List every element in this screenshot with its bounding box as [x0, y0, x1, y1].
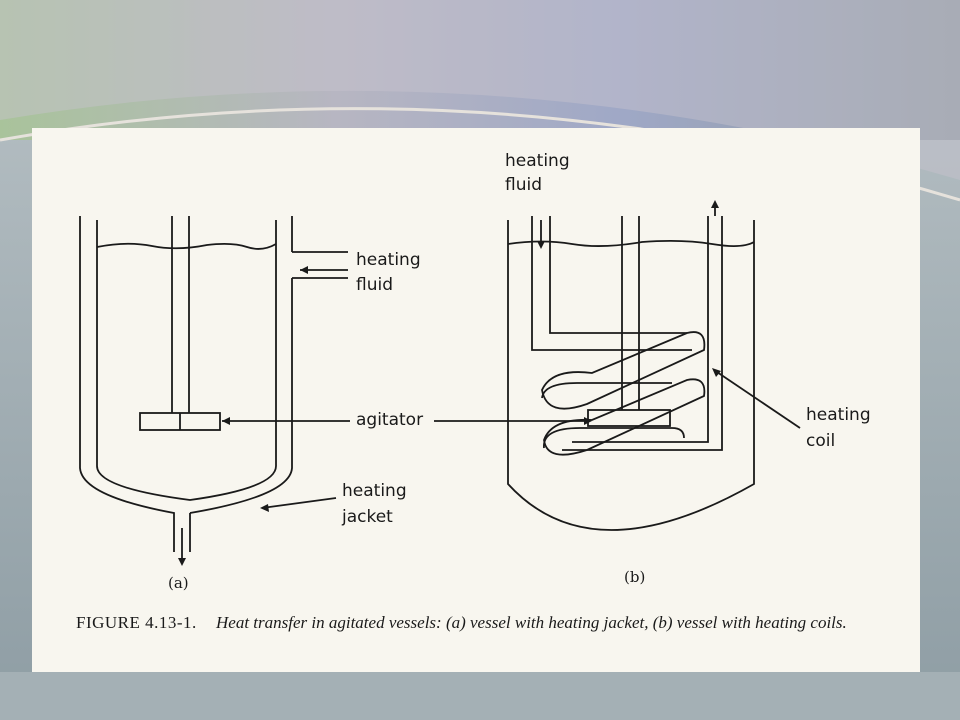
- agitator-shaft-a: [171, 216, 190, 413]
- label-heating-coil-1: heating: [806, 405, 871, 425]
- jacket-leader: [261, 497, 337, 509]
- label-a-heating-fluid-1: heating: [356, 250, 421, 270]
- liquid-surface-a: [96, 242, 277, 250]
- liquid-surface-b: [507, 239, 755, 247]
- label-b-heating-fluid-2: fluid: [505, 175, 542, 195]
- part-label-a: (a): [168, 574, 189, 592]
- label-heating-jacket-2: jacket: [341, 507, 393, 527]
- figure-number: FIGURE 4.13-1.: [76, 613, 197, 632]
- agitator-shaft-b: [621, 216, 640, 410]
- coil-leader: [713, 369, 801, 429]
- label-b-heating-fluid-1: heating: [505, 151, 570, 171]
- label-agitator: agitator: [356, 410, 423, 430]
- heating-jacket-shell: [79, 216, 175, 552]
- label-heating-coil-2: coil: [806, 431, 835, 451]
- label-heating-jacket-1: heating: [342, 481, 407, 501]
- heating-coil: [541, 216, 723, 456]
- figure-panel: heating fluid heating fluid agitator hea…: [32, 128, 920, 672]
- vessel-a: [79, 216, 348, 566]
- vessel-b-wall: [507, 220, 755, 531]
- part-label-b: (b): [624, 568, 645, 586]
- vessel-diagram: heating fluid heating fluid agitator hea…: [79, 151, 871, 592]
- vessel-a-inner-wall: [96, 220, 277, 501]
- vessel-b: [507, 200, 755, 531]
- label-a-heating-fluid-2: fluid: [356, 275, 393, 295]
- agitator-blade-b: [587, 409, 671, 427]
- figure-caption-text: Heat transfer in agitated vessels: (a) v…: [216, 613, 847, 632]
